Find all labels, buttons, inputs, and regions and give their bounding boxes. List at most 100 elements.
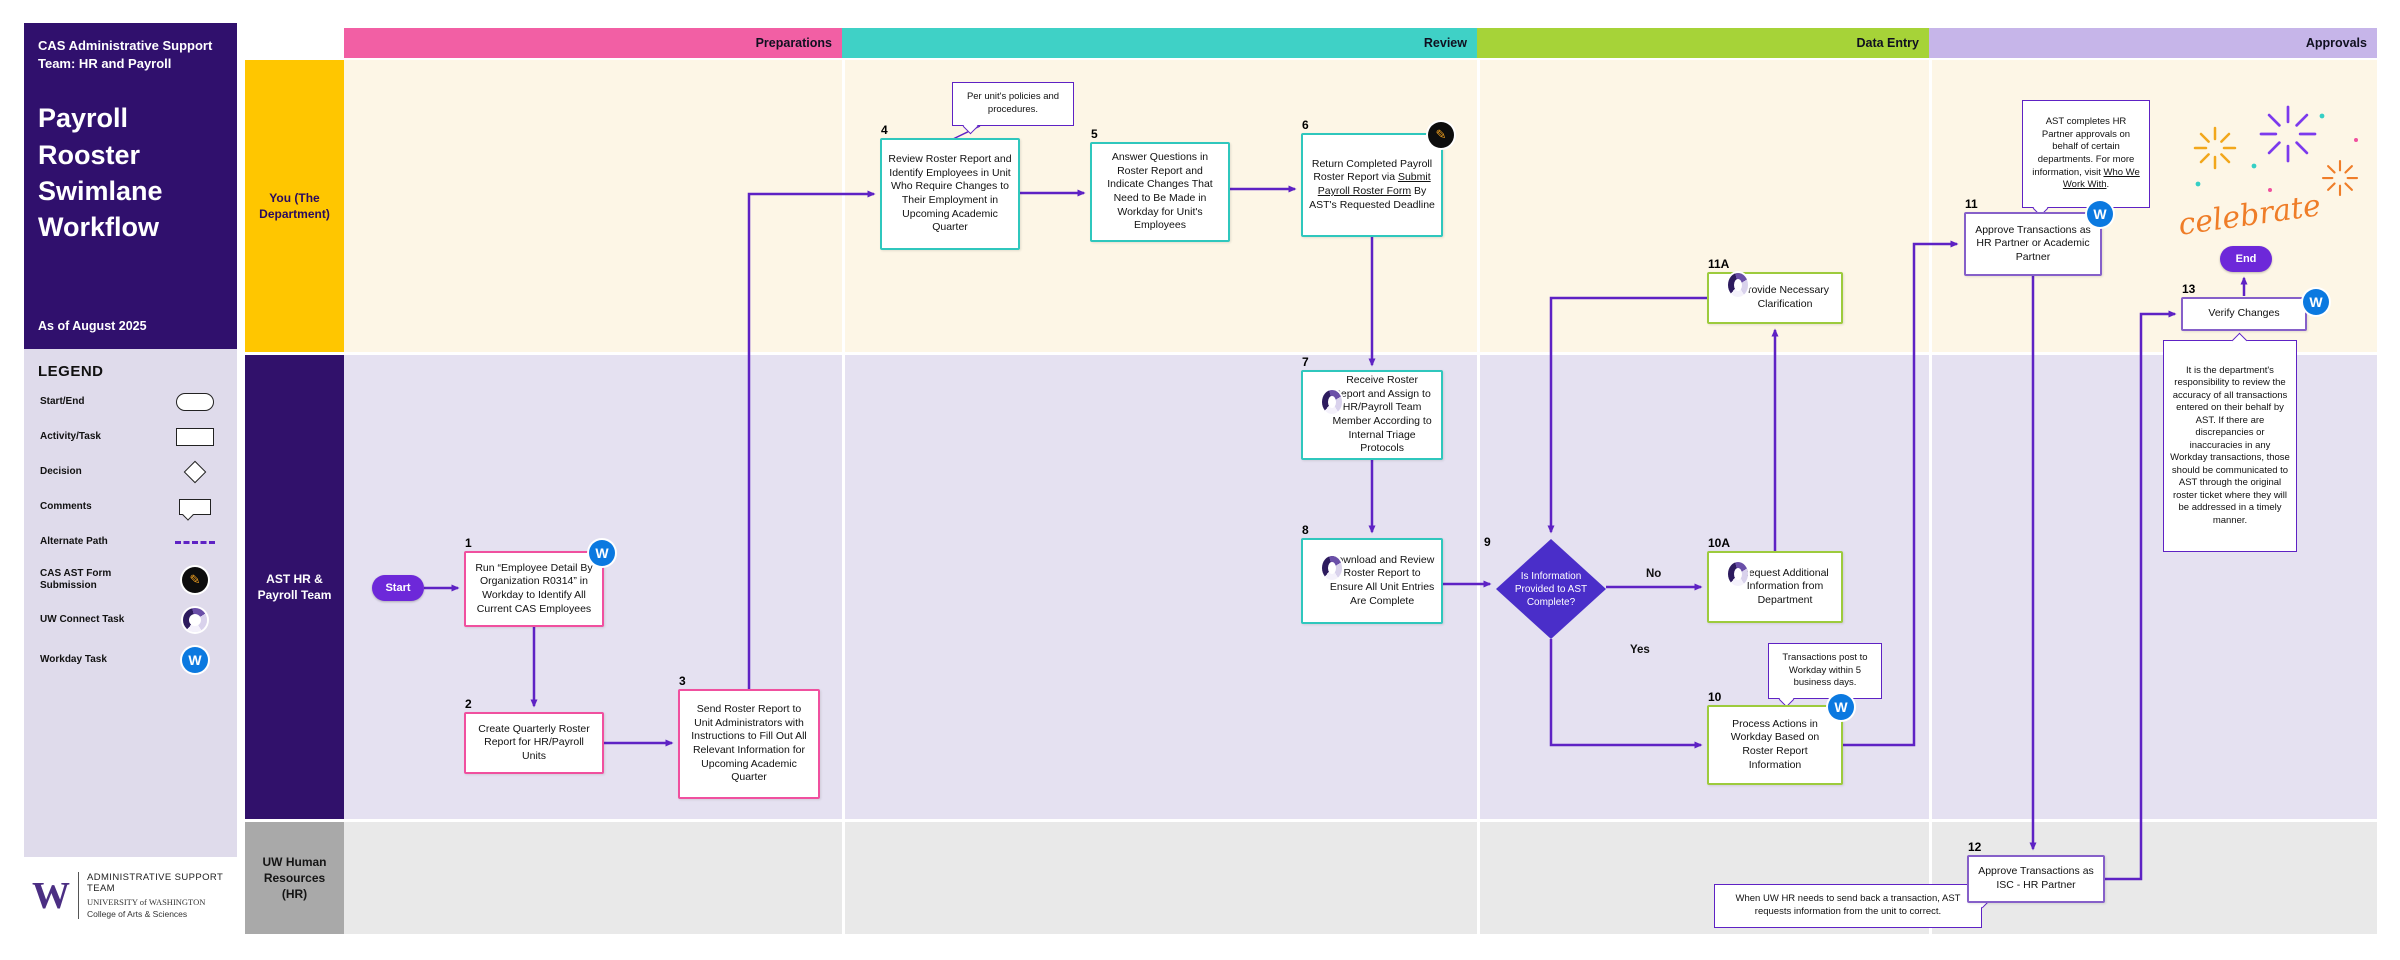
task-label: Approve Transactions as ISC - HR Partner [1978,865,2094,891]
comment-text: Transactions post to Workday within 5 bu… [1782,652,1868,689]
phase-label: Data Entry [1856,36,1919,50]
uw-connect-icon [1322,390,1343,414]
step-number: 13 [2182,282,2196,296]
task-text: By AST's Requested Deadline [1309,185,1435,211]
step-number: 12 [1968,840,1982,854]
task-label: Send Roster Report to Unit Administrator… [691,703,807,784]
legend-item-start-end: Start/End [40,392,221,412]
task-label: Provide Necessary Clarification [1740,284,1830,310]
who-we-work-with-link[interactable]: Who We Work With [2062,166,2140,191]
comment-uwhr-send-back: When UW HR needs to send back a transact… [1714,884,1982,928]
comment-transactions-post: Transactions post to Workday within 5 bu… [1768,643,1882,699]
comment-text: AST completes HR Partner approvals on be… [2029,116,2143,191]
sidebar-header: CAS Administrative Support Team: HR and … [24,23,237,349]
start-end-shape-icon [169,393,221,411]
task-label: Return Completed Payroll Roster Report v… [1309,158,1435,213]
lane-label-uwhr: UW Human Resources (HR) [245,822,344,934]
page-title: Payroll Rooster Swimlane Workflow [38,103,163,243]
workday-icon: W [2087,201,2113,227]
edge-label-yes: Yes [1630,644,1650,656]
step-number: 6 [1302,118,1309,132]
phase-header-data-entry: Data Entry [1477,28,1929,58]
comment-text: Per unit's policies and procedures. [966,91,1060,115]
comment-text-part: . [2106,179,2110,191]
step-number: 4 [881,123,888,137]
task-label: Receive Roster Report and Assign to HR/P… [1332,374,1432,455]
legend-item-uw-connect: UW Connect Task [40,608,221,632]
decision-shape-icon [169,460,221,484]
legend-label: CAS AST Form Submission [40,567,112,592]
legend-label: Comments [40,500,92,512]
comment-text: When UW HR needs to send back a transact… [1735,893,1961,917]
step-number: 9 [1484,535,1491,549]
task-10-process-actions: 10 W Process Actions in Workday Based on… [1707,690,1854,785]
task-label: Review Roster Report and Identify Employ… [888,153,1012,234]
workday-icon: W [589,540,615,566]
legend-label: Activity/Task [40,430,101,442]
legend-item-form-submission: CAS AST Form Submission ✎ [40,567,221,593]
task-2-create-roster-report: 2 Create Quarterly Roster Report for HR/… [464,697,604,774]
step-number: 11A [1708,257,1730,271]
comment-text-part: AST completes HR Partner approvals on be… [2032,116,2135,178]
column-separator [1477,60,1480,934]
legend-item-activity: Activity/Task [40,427,221,447]
step-number: 8 [1302,523,1309,537]
task-label: Run “Employee Detail By Organization R03… [475,561,593,615]
lane-label-ast: AST HR & Payroll Team [245,355,344,819]
step-number: 11 [1965,197,1978,211]
start-terminator: Start [372,575,424,601]
footer-university: UNIVERSITY of WASHINGTON [87,897,206,907]
column-separator [842,60,845,934]
phase-header-preparations: Preparations [344,28,842,58]
form-submission-icon: ✎ [169,567,221,593]
phase-header-approvals: Approvals [1929,28,2377,58]
submit-payroll-roster-form-link[interactable]: Submit Payroll Roster Form [1317,171,1431,197]
comment-ast-hr-partner-approvals: AST completes HR Partner approvals on be… [2022,100,2150,208]
sidebar-footer: W ADMINISTRATIVE SUPPORT TEAM UNIVERSITY… [24,857,237,934]
decision-diamond: Is Information Provided to AST Complete? [1496,539,1606,639]
phase-label: Review [1423,36,1467,50]
celebration-graphic: celebrate [2170,100,2370,260]
legend-label: Decision [40,465,82,477]
task-1-run-report: 1 W Run “Employee Detail By Organization… [464,536,615,627]
end-terminator: End [2220,246,2272,272]
task-text: Return Completed Payroll Roster Report v… [1311,157,1433,184]
footer-team: ADMINISTRATIVE SUPPORT TEAM [87,872,224,894]
decision-label: Is Information Provided to AST Complete? [1514,570,1588,608]
as-of-date: As of August 2025 [38,319,147,333]
phase-label: Preparations [755,36,832,50]
workday-icon: W [1828,694,1854,720]
alternate-path-icon [169,540,221,544]
step-number: 1 [465,536,472,550]
footer-text: ADMINISTRATIVE SUPPORT TEAM UNIVERSITY o… [78,872,229,919]
legend-label: Start/End [40,395,85,407]
legend: LEGEND Start/End Activity/Task Decision … [24,349,237,857]
task-10a-request-additional-info: 10A Request Additional Information from … [1707,536,1843,623]
task-11a-provide-clarification: 11A Provide Necessary Clarification [1707,257,1843,324]
column-separator [1929,60,1932,934]
comment-shape-icon [169,499,221,515]
footer-college: College of Arts & Sciences [87,909,188,919]
step-number: 5 [1091,127,1098,141]
fireworks-icon [2193,105,2359,197]
legend-item-alternate-path: Alternate Path [40,532,221,552]
task-label: Answer Questions in Roster Report and In… [1107,151,1213,232]
task-12-approve-transactions-isc: 12 Approve Transactions as ISC - HR Part… [1967,840,2105,903]
task-11-approve-transactions-hr-partner: 11 W Approve Transactions as HR Partner … [1964,197,2113,276]
uw-connect-icon [1728,273,1748,297]
comment-unit-policies: Per unit's policies and procedures. [952,82,1074,126]
decision-is-information-complete: 9 Is Information Provided to AST Complet… [1484,535,1606,639]
org-name: CAS Administrative Support Team: HR and … [38,38,213,71]
step-number: 7 [1302,355,1309,369]
legend-item-comments: Comments [40,497,221,517]
legend-item-decision: Decision [40,460,221,484]
step-number: 2 [465,697,472,711]
workday-icon-wrap: W [169,647,221,673]
uw-logo: W [32,874,70,917]
task-6-return-roster-report: 6 ✎ Return Completed Payroll Roster Repo… [1301,118,1454,237]
legend-label: Alternate Path [40,535,108,547]
uw-connect-icon [1322,556,1343,580]
phase-label: Approvals [2305,36,2367,50]
uw-connect-icon [1728,562,1748,586]
